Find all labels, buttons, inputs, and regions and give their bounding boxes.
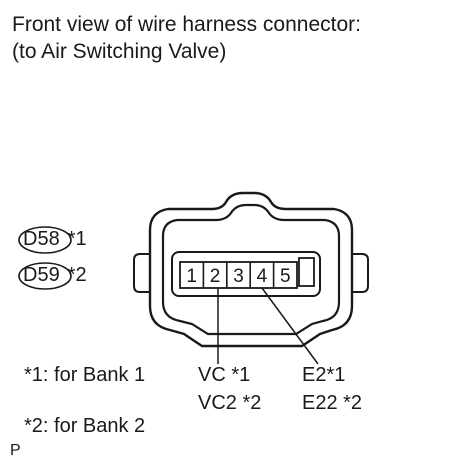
diagram-title: Front view of wire harness connector: (t… (12, 11, 361, 65)
leader-line-pin-4 (261, 287, 319, 365)
connector-code-d58: D58 *1 (23, 228, 87, 251)
footnote-bank-1: *1: for Bank 1 (24, 364, 146, 386)
footer-mark: P (10, 442, 21, 459)
footnote-bank-2: *2: for Bank 2 (24, 415, 146, 437)
title-line-1: Front view of wire harness connector: (12, 13, 361, 36)
connector-inner-housing (161, 203, 341, 336)
connector-code-d58-text: D58 (23, 228, 60, 250)
connector-code-d59-note: *2 (67, 264, 87, 286)
terminal-label-vc2: VC2 *2 (198, 392, 262, 414)
pin-number-4: 4 (257, 266, 268, 287)
connector-code-d58-note: *1 (67, 228, 87, 250)
terminal-label-e2: E2*1 (302, 364, 346, 386)
connector-code-d59: D59 *2 (23, 264, 87, 287)
connector-code-oval-d58 (18, 226, 72, 254)
pin-number-5: 5 (280, 266, 291, 287)
title-line-2: (to Air Switching Valve) (12, 40, 227, 63)
connector-code-d59-text: D59 (23, 264, 60, 286)
terminal-cavity (171, 251, 321, 297)
connector-outer-housing (148, 191, 354, 348)
pin-row-frame (179, 261, 298, 289)
connector-code-oval-d59 (18, 262, 72, 290)
pin-number-2: 2 (210, 266, 221, 287)
terminal-label-vc: VC *1 (198, 364, 251, 386)
pin-number-1: 1 (186, 266, 197, 287)
right-side-latch (352, 253, 369, 293)
pin-number-3: 3 (233, 266, 244, 287)
connector-key (298, 257, 315, 287)
pin-dividers (202, 262, 275, 288)
terminal-label-e22: E22 *2 (302, 392, 363, 414)
left-side-latch (133, 253, 150, 293)
